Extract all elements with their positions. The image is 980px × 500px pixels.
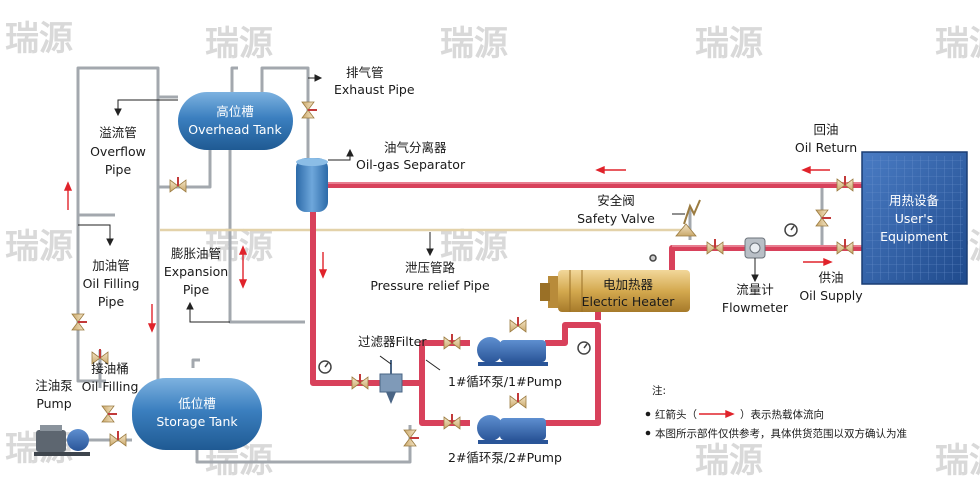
- oil-gas-separator: [296, 158, 328, 212]
- flowmeter: [744, 237, 766, 259]
- notes-title: 注:: [652, 384, 666, 397]
- oil-return-label-cn: 回油: [813, 122, 838, 137]
- filling-pump-label-en: Pump: [36, 396, 71, 411]
- bullet-icon: [645, 411, 651, 417]
- notes-line2: 本图所示部件仅供参考，具体供货范围以双方确认为准: [655, 427, 907, 440]
- users-equipment: 用热设备 User's Equipment: [861, 151, 968, 285]
- watermark: 瑞源: [695, 24, 763, 64]
- oil-return-label-en: Oil Return: [795, 140, 857, 155]
- overflow-pipe-label-en2: Pipe: [105, 162, 132, 177]
- overflow-pipe-label-en1: Overflow: [90, 144, 146, 159]
- notes-line1-end: ）表示热载体流向: [740, 408, 824, 421]
- watermark: 瑞源: [440, 24, 508, 64]
- flowmeter-label-cn: 流量计: [736, 282, 774, 297]
- electric-heater: 电加热器 Electric Heater: [540, 270, 690, 312]
- notes: 注: 红箭头（ ）表示热载体流向 本图所示部件仅供参考，具体供货范围以双方确认为…: [645, 384, 907, 440]
- equipment-label-en1: User's: [895, 211, 933, 226]
- oil-supply-label-cn: 供油: [818, 270, 843, 285]
- filter: [379, 360, 403, 404]
- filter-label: 过滤器Filter: [358, 334, 427, 349]
- watermark: 瑞源: [935, 24, 980, 64]
- storage-tank-label-cn: 低位槽: [178, 396, 216, 411]
- leader-lines: [78, 74, 759, 371]
- overflow-pipe-label-cn: 溢流管: [99, 125, 137, 140]
- safety-valve: [675, 199, 701, 237]
- flowmeter-label-en: Flowmeter: [722, 300, 789, 315]
- labels: 排气管 Exhaust Pipe 溢流管 Overflow Pipe 油气分离器…: [35, 65, 863, 465]
- safety-valve-label-en: Safety Valve: [577, 211, 655, 226]
- heater-label-en: Electric Heater: [582, 294, 676, 309]
- pump-2: [477, 415, 548, 444]
- watermark: 瑞源: [205, 227, 273, 267]
- heater-label-cn: 电加热器: [603, 277, 654, 292]
- equipment-label-en2: Equipment: [880, 229, 948, 244]
- exhaust-pipe-label-cn: 排气管: [346, 65, 384, 80]
- watermark: 瑞源: [5, 227, 73, 267]
- pump-1: [477, 337, 548, 366]
- notes-line1-start: 红箭头（: [655, 408, 697, 421]
- pump-2-label: 2#循环泵/2#Pump: [448, 450, 562, 465]
- storage-tank: 低位槽 Storage Tank: [132, 378, 262, 450]
- watermark: 瑞源: [935, 441, 980, 481]
- watermark: 瑞源: [205, 24, 273, 64]
- safety-valve-label-cn: 安全阀: [597, 193, 635, 208]
- relief-pipe-label-en: Pressure relief Pipe: [370, 278, 490, 293]
- watermark: 瑞源: [440, 227, 508, 267]
- pressure-gauges: [318, 223, 798, 374]
- filling-pipe-label-cn: 加油管: [92, 258, 130, 273]
- expansion-pipe-label-en2: Pipe: [183, 282, 210, 297]
- flow-arrows: [63, 165, 833, 419]
- separator-label-en: Oil-gas Separator: [356, 157, 466, 172]
- oil-supply-label-en: Oil Supply: [799, 288, 863, 303]
- relief-pipe-label-cn: 泄压管路: [405, 260, 456, 275]
- exhaust-pipe-label-en: Exhaust Pipe: [334, 82, 415, 97]
- separator-label-cn: 油气分离器: [384, 140, 447, 155]
- filling-pump-label-cn: 注油泵: [35, 378, 73, 393]
- valves: [71, 101, 854, 447]
- expansion-pipe-label-en1: Expansion: [164, 264, 228, 279]
- bullet-icon: [645, 430, 651, 436]
- equipment-label-cn: 用热设备: [889, 193, 940, 208]
- filling-barrel-label-en: Oil Filling: [82, 379, 139, 394]
- storage-tank-label-en: Storage Tank: [156, 414, 238, 429]
- watermark: 瑞源: [695, 441, 763, 481]
- overhead-tank: 高位槽 Overhead Tank: [178, 92, 293, 150]
- expansion-pipe-label-cn: 膨胀油管: [171, 246, 221, 261]
- overhead-tank-label-en: Overhead Tank: [188, 122, 282, 137]
- filling-barrel-label-cn: 接油桶: [91, 361, 129, 376]
- filling-pipe-label-en1: Oil Filling: [83, 276, 140, 291]
- oil-filling-pump: [34, 425, 90, 456]
- watermark: 瑞源: [5, 19, 73, 59]
- pump-1-label: 1#循环泵/1#Pump: [448, 374, 562, 389]
- filling-pipe-label-en2: Pipe: [98, 294, 125, 309]
- overhead-tank-label-cn: 高位槽: [216, 104, 254, 119]
